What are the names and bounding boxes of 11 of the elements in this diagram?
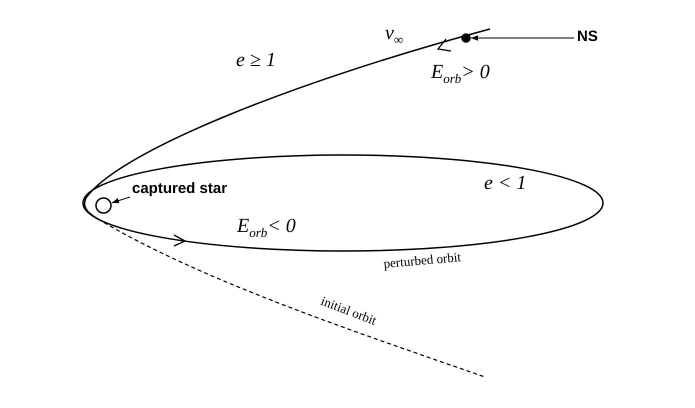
node-label: captured star (132, 180, 228, 197)
pointer-arrow (112, 196, 130, 204)
eccentricity-label: e ≥ 1 (236, 50, 276, 70)
eccentricity-label: e < 1 (484, 173, 526, 193)
orbit-label: perturbed orbit (383, 250, 462, 270)
node-label: NS (577, 28, 598, 45)
velocity-label: v$_{∞}$ (385, 23, 404, 46)
pointer-arrow (470, 35, 574, 41)
orbit-label: initial orbit (319, 294, 378, 327)
orbital-energy-label: E$_{orb}$> 0 (431, 62, 490, 85)
orbital-energy-label: E$_{orb}$< 0 (237, 216, 296, 239)
